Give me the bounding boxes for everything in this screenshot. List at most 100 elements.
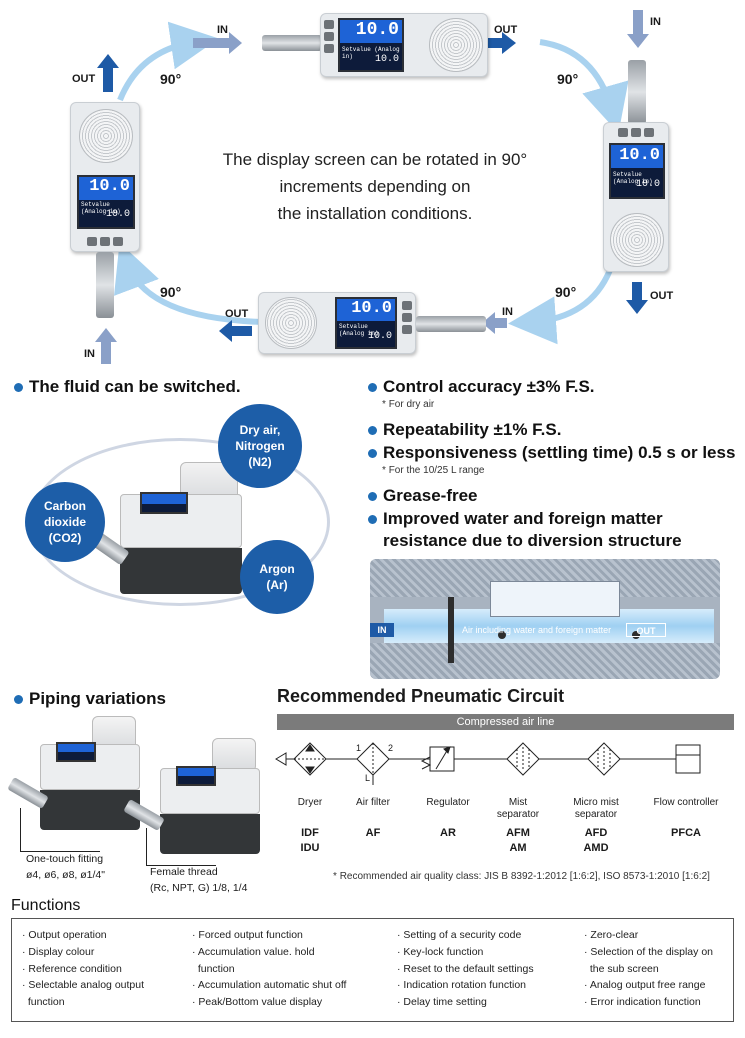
function-item: function	[192, 962, 235, 975]
rotation-caption-line-1: The display screen can be rotated in 90°	[222, 150, 528, 169]
rotation-caption: The display screen can be rotated in 90°…	[170, 146, 580, 227]
feature-title: Improved water and foreign matter	[383, 509, 663, 528]
gas-co2-line-1: Carbon	[43, 499, 86, 513]
screen-main-value: 10.0	[355, 20, 399, 40]
left-device-fan	[79, 109, 133, 163]
component-dryer-name: Dryer	[280, 797, 340, 809]
deg-label-4: 90°	[160, 284, 182, 300]
curve-arrow-top-right	[539, 39, 629, 134]
gas-co2-line-2: dioxide	[43, 515, 86, 529]
bullet-dot-icon	[368, 448, 377, 458]
curve-arrow-bottom-right	[508, 268, 613, 345]
gas-dry-air-line-3: (N2)	[248, 455, 272, 469]
component-code: AR	[440, 827, 456, 839]
feature-water-resistance: Improved water and foreign matter	[368, 509, 663, 529]
right-device-connector	[628, 60, 646, 124]
port-2-label: 2	[388, 743, 394, 753]
out-label-left: OUT	[72, 73, 96, 85]
note-asterisk: *	[382, 465, 386, 476]
feature-title: Grease-free	[383, 486, 478, 505]
top-device-screen: 10.0 Setvalue (Analog in) 10.0	[338, 18, 404, 72]
out-label-bottom: OUT	[225, 308, 249, 320]
in-label-left: IN	[84, 348, 95, 360]
feature-note-dry-air: * For dry air	[382, 399, 434, 410]
component-air-filter-codes: AF	[343, 826, 403, 841]
deg-label-1: 90°	[160, 71, 182, 87]
component-name-line: Mist	[508, 797, 528, 808]
function-item: · Peak/Bottom value display	[192, 996, 323, 1009]
source-triangle-icon	[275, 752, 287, 766]
one-touch-label: One-touch fitting	[26, 853, 104, 865]
function-item: · Indication rotation function	[397, 979, 526, 992]
component-regulator-name: Regulator	[413, 797, 483, 809]
component-name-line: Dryer	[297, 797, 323, 808]
screen-sub-value: 10.0	[374, 54, 399, 65]
component-flow-controller-name: Flow controller	[646, 797, 726, 809]
screen-setvalue: Setvalue (Analog in)	[81, 201, 121, 215]
function-item: · Zero-clear	[584, 929, 639, 941]
function-item: · Delay time setting	[397, 996, 487, 1009]
diversion-in-label: IN	[370, 623, 394, 637]
screen-sub-value: 10.0	[105, 209, 130, 220]
screen-sub-value: 10.0	[367, 331, 392, 342]
out-label-top: OUT	[494, 24, 518, 36]
function-item: · Output operation	[22, 929, 107, 941]
port-1-label: 1	[356, 743, 362, 753]
functions-column-3: · Setting of a security code · Key-lock …	[397, 927, 534, 1011]
component-name-line: Air filter	[356, 797, 390, 808]
component-name-line: Flow controller	[653, 797, 719, 808]
gas-dry-air: Dry air, Nitrogen (N2)	[218, 404, 302, 488]
feature-title: Responsiveness (settling time) 0.5 s or …	[383, 443, 736, 462]
note-asterisk: *	[333, 871, 337, 882]
component-code: AFD	[584, 827, 608, 839]
function-item: · Display colour	[22, 945, 95, 958]
bottom-device-fan	[265, 297, 317, 349]
gas-dry-air-line-1: Dry air,	[239, 423, 281, 437]
gas-argon-line-1: Argon	[259, 562, 295, 576]
right-device-keys	[618, 128, 654, 137]
component-code: IDF	[301, 827, 319, 839]
right-device: 10.0 Setvalue (Analog in) 10.0	[603, 122, 669, 272]
screen-main-value: 10.0	[89, 177, 130, 196]
deg-label-3: 90°	[555, 284, 577, 300]
in-label-right: IN	[650, 16, 661, 28]
fluid-device-base	[120, 548, 242, 594]
feature-control-accuracy: Control accuracy ±3% F.S.	[368, 377, 595, 397]
rotation-arrows	[95, 10, 649, 364]
curve-arrow-top-left	[117, 21, 219, 102]
feature-repeatability: Repeatability ±1% F.S.	[368, 420, 561, 440]
feature-note-text: For dry air	[388, 399, 435, 410]
diversion-label: Air including water and foreign matter	[462, 625, 612, 635]
bottom-device: 10.0 Setvalue (Analog in) 10.0	[258, 292, 416, 354]
screen-setvalue: Setvalue (Analog in)	[613, 171, 653, 185]
screen-main-value: 10.0	[351, 299, 392, 318]
gas-argon: Argon (Ar)	[240, 540, 314, 614]
functions-column-2: · Forced output function · Accumulation …	[192, 927, 346, 1011]
component-code: PFCA	[671, 827, 701, 839]
function-item: · Analog output free range	[584, 979, 706, 992]
component-name-line: Regulator	[426, 797, 470, 808]
left-device-connector	[96, 252, 114, 318]
flow-controller-symbol-icon	[675, 744, 701, 774]
function-item: · Error indication function	[584, 996, 701, 1009]
rotation-caption-line-2: increments depending on	[279, 177, 471, 196]
component-regulator-codes: AR	[413, 826, 483, 841]
function-item: · Key-lock function	[397, 945, 484, 958]
top-device-keys	[324, 20, 334, 53]
function-item: · Accumulation automatic shut off	[192, 979, 347, 992]
regulator-symbol-icon	[429, 746, 455, 772]
compressed-air-line-bar: Compressed air line	[277, 714, 734, 730]
function-item: the sub screen	[584, 962, 659, 975]
port-l-label: L	[365, 773, 371, 783]
feature-title: Control accuracy ±3% F.S.	[383, 377, 595, 396]
feature-note-range: * For the 10/25 L range	[382, 465, 485, 476]
component-name-line: Micro mist	[573, 797, 619, 808]
one-touch-sizes: ø4, ø6, ø8, ø1/4"	[26, 869, 106, 881]
feature-title: Repeatability ±1% F.S.	[383, 420, 562, 439]
feature-responsiveness: Responsiveness (settling time) 0.5 s or …	[368, 443, 735, 463]
gas-dry-air-line-2: Nitrogen	[235, 439, 285, 453]
screen-main-value: 10.0	[619, 146, 660, 165]
